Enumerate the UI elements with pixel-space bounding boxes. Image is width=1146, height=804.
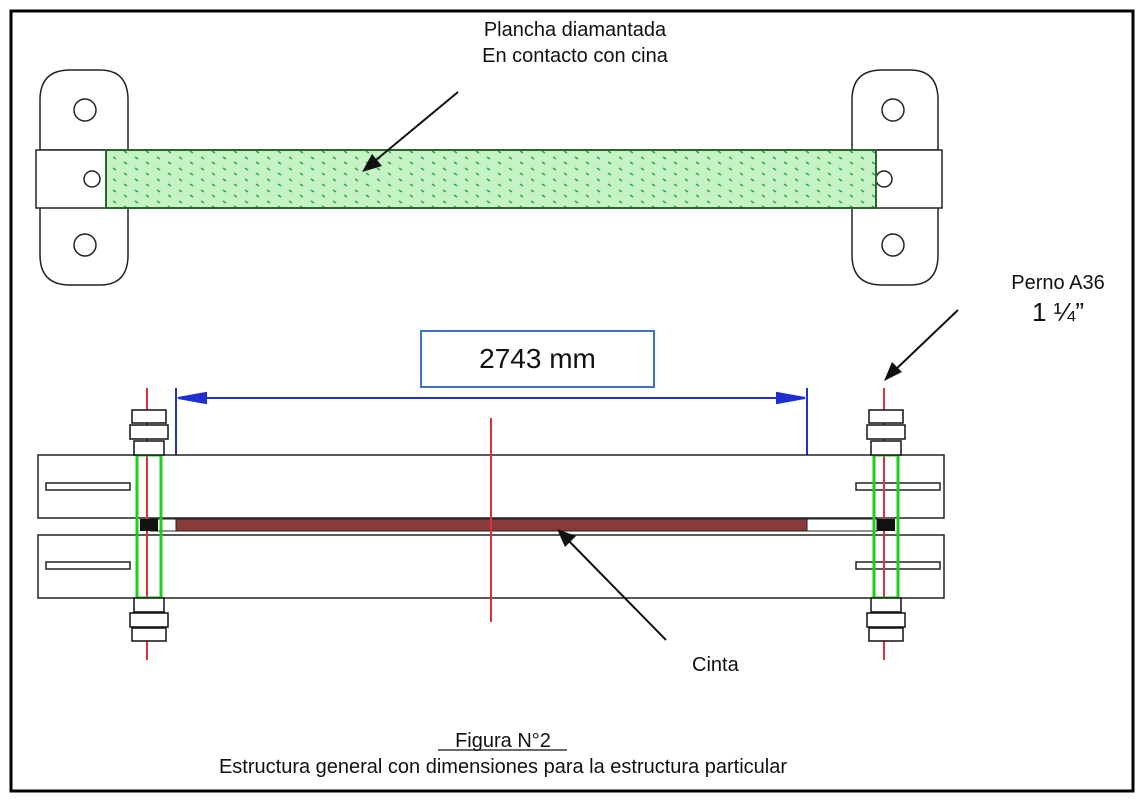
left-lower-hole [73, 233, 97, 257]
left-upper-hole [73, 98, 97, 122]
plate-label-line2: En contacto con cina [482, 45, 668, 67]
tape-arrowhead [557, 529, 576, 547]
top-view [35, 69, 943, 286]
tape-label: Cinta [692, 654, 739, 676]
left-bracket [35, 149, 117, 209]
right-upper-hole [881, 98, 905, 122]
figure-border [9, 9, 1135, 793]
bolt-label-line1: Perno A36 [1011, 272, 1105, 294]
dimension-label: 2743 mm [479, 343, 596, 374]
bolt-leader-line [892, 309, 959, 373]
dimension-box: 2743 mm [420, 330, 655, 388]
bolt-label-line2: 1 ¼” [1031, 297, 1085, 327]
left-pin-hole [83, 170, 101, 188]
plate-leader-line [369, 91, 459, 166]
caption-title: Figura N°2 [455, 730, 551, 752]
diamond-plate [105, 149, 877, 209]
right-pin-hole [875, 170, 893, 188]
left-bolt-assembly [129, 388, 169, 660]
tape-leader-line [565, 537, 667, 641]
right-lower-hole [881, 233, 905, 257]
plate-arrowhead [362, 154, 382, 172]
tape-gap-right [806, 518, 878, 532]
caption-subtitle: Estructura general con dimensiones para … [218, 756, 788, 778]
right-bolt-assembly [866, 388, 906, 660]
diamond-plate-edge [105, 149, 877, 209]
bolt-arrowhead [884, 362, 902, 381]
plate-label-line1: Plancha diamantada [483, 19, 667, 41]
dimension-line [175, 388, 808, 512]
